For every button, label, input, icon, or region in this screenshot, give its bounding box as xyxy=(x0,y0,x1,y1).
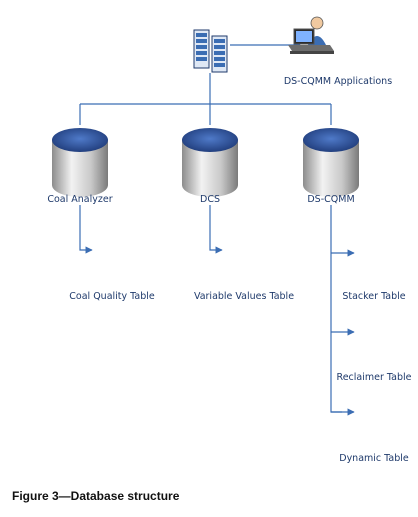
table-label: Variable Values Table xyxy=(194,291,294,302)
connectors xyxy=(79,41,355,416)
database-structure-diagram: DS-CQMM Applications Coal Analyzer DCS D… xyxy=(47,16,412,464)
database-label: DCS xyxy=(200,194,220,205)
database-cylinder-icon xyxy=(303,140,359,197)
coal-analyzer-to-table xyxy=(79,205,93,254)
table-label: Stacker Table xyxy=(342,291,405,302)
table-label: Coal Quality Table xyxy=(69,291,155,302)
workstation-user-icon xyxy=(288,16,334,54)
database-label: DS-CQMM xyxy=(307,194,354,205)
table-variable-values: Variable Values Table xyxy=(194,225,294,302)
figure-caption: Figure 3—Database structure xyxy=(12,489,180,503)
database-coal-analyzer: Coal Analyzer xyxy=(47,128,113,205)
database-cylinder-icon xyxy=(182,140,238,197)
server-rack-icon xyxy=(193,29,228,73)
application-label: DS-CQMM Applications xyxy=(284,76,392,87)
table-coal-quality: Coal Quality Table xyxy=(69,225,155,302)
dcs-to-table xyxy=(209,205,223,254)
table-dynamic: Dynamic Table xyxy=(339,387,409,464)
database-label: Coal Analyzer xyxy=(47,194,112,205)
database-dcs: DCS xyxy=(182,128,238,205)
database-cylinder-icon xyxy=(52,140,108,197)
table-reclaimer: Reclaimer Table xyxy=(337,307,412,383)
table-label: Dynamic Table xyxy=(339,453,409,464)
table-stacker: Stacker Table xyxy=(342,227,406,302)
database-ds-cqmm: DS-CQMM xyxy=(303,128,359,205)
table-label: Reclaimer Table xyxy=(337,372,412,383)
